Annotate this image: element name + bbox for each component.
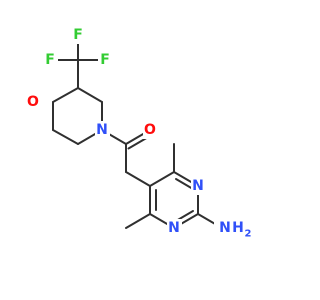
bond-layer — [52, 37, 223, 229]
amine-n-label: N — [219, 220, 231, 236]
bond-c2-o — [52, 87, 79, 103]
molecule-structure: F F F O N O N N N H 2 — [26, 26, 254, 240]
bond-c3-c2 — [77, 87, 103, 103]
oxygen-ring-label: O — [27, 94, 39, 110]
bond-c6-methyl — [125, 213, 151, 229]
oxygen-carbonyl-label: O — [144, 122, 156, 138]
amine-h-label: H — [232, 220, 244, 236]
fluorine-top-label: F — [73, 27, 83, 43]
nitrogen-pyrimidine-upper-label: N — [192, 178, 204, 194]
fluorine-left-label: F — [45, 52, 55, 68]
bond-c4-n3-inner — [175, 178, 194, 190]
molecule-svg: F F F O N O N N N H 2 — [26, 26, 254, 240]
bond-c6-c5 — [52, 129, 79, 145]
nitrogen-pyrimidine-lower-label: N — [168, 220, 180, 236]
amine-subscript-label: 2 — [245, 229, 252, 240]
fluorine-right-label: F — [100, 52, 110, 68]
atom-label-layer: F F F O N O N N N H 2 — [26, 26, 254, 240]
bond-c5-c4 — [149, 171, 175, 187]
nitrogen-morpholine-label: N — [96, 122, 108, 138]
bond-ch2-pyrimidine — [125, 171, 151, 187]
